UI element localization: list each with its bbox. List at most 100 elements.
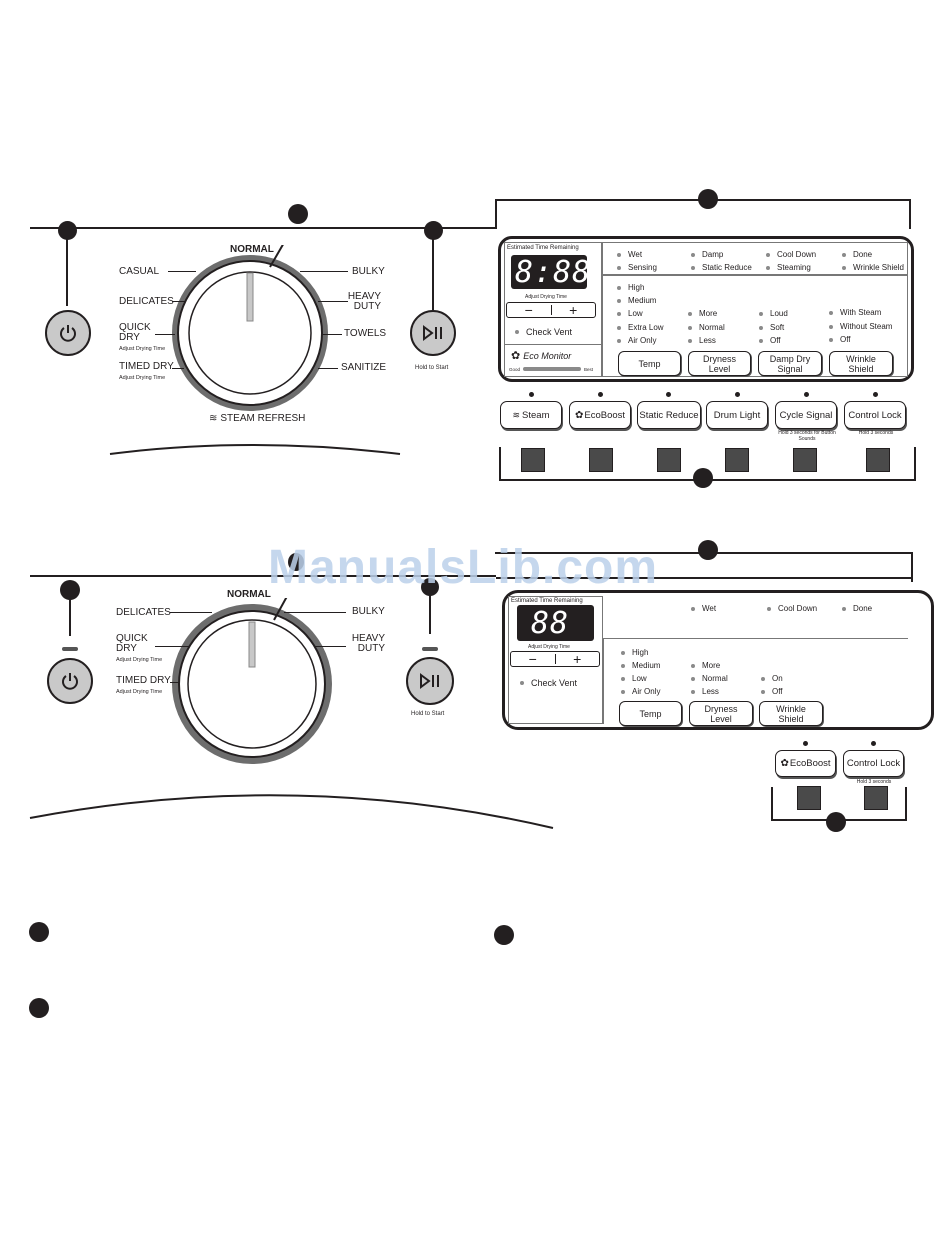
check-vent-indicator-2: Check Vent	[520, 678, 577, 688]
status-steaming: Steaming	[766, 263, 811, 272]
dryness-more-2: More	[691, 661, 720, 670]
callout-features-2	[826, 812, 846, 832]
play-pause-icon	[420, 673, 439, 689]
signal-off: Off	[759, 336, 781, 345]
plus-button[interactable]: +	[569, 302, 578, 318]
static-reduce-key	[657, 448, 681, 472]
temp-high-2: High	[621, 648, 648, 657]
temp-medium-2: Medium	[621, 661, 660, 670]
dryness-less-2: Less	[691, 687, 719, 696]
signal-loud: Loud	[759, 309, 788, 318]
wrinkle-shield-button-2[interactable]: Wrinkle Shield	[759, 701, 823, 726]
minus-button[interactable]: −	[524, 302, 533, 318]
callout-power-2	[60, 580, 80, 600]
dryness-level-button[interactable]: Dryness Level	[688, 351, 751, 376]
power-icon	[62, 673, 78, 690]
temp-low: Low	[617, 309, 643, 318]
callout-dial	[288, 204, 308, 224]
eco-monitor-label: ✿Eco Monitor	[511, 350, 572, 362]
power-button-2[interactable]	[47, 658, 93, 704]
quick-dry-sub: Adjust Drying Time	[119, 346, 166, 352]
options-area	[602, 275, 908, 377]
legend-callout-2	[494, 925, 514, 945]
cycle-dial-2[interactable]	[172, 598, 337, 768]
ecoboost-button[interactable]: ✿EcoBoost	[569, 401, 631, 429]
cycle-timed-dry-label: TIMED DRY Adjust Drying Time	[119, 362, 174, 383]
cycle-quick-dry-label-2: QUICK DRY Adjust Drying Time	[116, 634, 176, 665]
eco-monitor-area	[504, 344, 602, 377]
leaf-icon: ✿	[511, 350, 521, 362]
ecoboost-key	[589, 448, 613, 472]
temp-button-2[interactable]: Temp	[619, 701, 682, 726]
quick-dry-text-2: QUICK DRY	[116, 633, 148, 654]
cycle-delicates-label: DELICATES	[119, 296, 174, 307]
power-button[interactable]	[45, 310, 91, 356]
play-pause-icon	[423, 325, 442, 341]
cycle-quick-dry-label: QUICK DRY Adjust Drying Time	[119, 323, 179, 354]
callout-features	[693, 468, 713, 488]
cycle-steam-refresh-label: ≋ STEAM REFRESH	[209, 413, 305, 424]
plus-button[interactable]: +	[573, 651, 582, 667]
timed-dry-sub: Adjust Drying Time	[119, 375, 166, 381]
wrinkle-with-steam: With Steam	[829, 308, 881, 317]
temp-medium: Medium	[617, 296, 656, 305]
cycle-normal-label-2: NORMAL	[227, 589, 271, 600]
status-static-reduce: Static Reduce	[691, 263, 752, 272]
drum-light-button[interactable]: Drum Light	[706, 401, 768, 429]
ecoboost-key-2	[797, 786, 821, 810]
control-lock-key-2	[864, 786, 888, 810]
panel-top-edge-2	[30, 575, 496, 577]
quick-dry-sub-2: Adjust Drying Time	[116, 657, 163, 663]
control-lock-button-2[interactable]: Control Lock	[843, 750, 904, 777]
temp-air-only: Air Only	[617, 336, 656, 345]
time-display-2: 88	[517, 605, 594, 641]
panel-bottom-curve	[109, 444, 401, 455]
steam-icon: ≋	[209, 413, 218, 424]
display-bracket-top	[495, 199, 911, 201]
cycle-heavy-duty-label: HEAVY DUTY	[347, 291, 381, 312]
start-pause-button[interactable]	[410, 310, 456, 356]
control-lock-note-2: Hold 3 seconds	[856, 779, 892, 785]
temp-high: High	[617, 283, 644, 292]
est-time-label-2: Estimated Time Remaining	[511, 598, 583, 604]
temp-button[interactable]: Temp	[618, 351, 681, 376]
minus-button[interactable]: −	[528, 651, 537, 667]
cycle-signal-key	[793, 448, 817, 472]
ecoboost-button-2[interactable]: ✿EcoBoost	[775, 750, 836, 777]
time-display-area-2	[508, 596, 603, 724]
status-area	[602, 242, 908, 275]
quick-dry-text: QUICK DRY	[119, 322, 151, 343]
cycle-delicates-label-2: DELICATES	[116, 607, 171, 618]
options-area-2	[603, 638, 908, 724]
wrinkle-off: Off	[829, 335, 851, 344]
steam-key	[521, 448, 545, 472]
timed-dry-text-2: TIMED DRY	[116, 675, 171, 686]
watermark: ManualsLib.com	[268, 541, 659, 594]
status-wrinkle-shield: Wrinkle Shield	[842, 263, 904, 272]
dryness-level-button-2[interactable]: Dryness Level	[689, 701, 753, 726]
dryness-normal: Normal	[688, 323, 725, 332]
control-lock-button[interactable]: Control Lock	[844, 401, 906, 429]
display-panel-2: Estimated Time Remaining 88 Adjust Dryin…	[502, 590, 934, 730]
static-reduce-button[interactable]: Static Reduce	[637, 401, 701, 429]
cycle-signal-button[interactable]: Cycle Signal	[775, 401, 837, 429]
steam-button[interactable]: ≋Steam	[500, 401, 562, 429]
adjust-time-control-2: − +	[510, 651, 600, 667]
temp-air-only-2: Air Only	[621, 687, 660, 696]
status-cool-down-2: Cool Down	[767, 604, 817, 613]
leaf-icon: ✿	[574, 409, 584, 421]
legend-callout-3	[29, 998, 49, 1018]
cycle-dial[interactable]	[170, 245, 335, 415]
start-pause-button-2[interactable]	[406, 657, 454, 705]
control-lock-key	[866, 448, 890, 472]
callout-start-2	[421, 578, 439, 596]
cycle-heavy-duty-label-2: HEAVY DUTY	[351, 633, 385, 654]
wrinkle-shield-button[interactable]: Wrinkle Shield	[829, 351, 893, 376]
start-led	[422, 647, 438, 651]
panel-bottom-curve-2	[29, 794, 554, 829]
dryness-normal-2: Normal	[691, 674, 728, 683]
status-cool-down: Cool Down	[766, 250, 816, 259]
damp-dry-signal-button[interactable]: Damp Dry Signal	[758, 351, 822, 376]
wrinkle-without-steam: Without Steam	[829, 322, 892, 331]
display-bracket-right	[909, 199, 911, 229]
